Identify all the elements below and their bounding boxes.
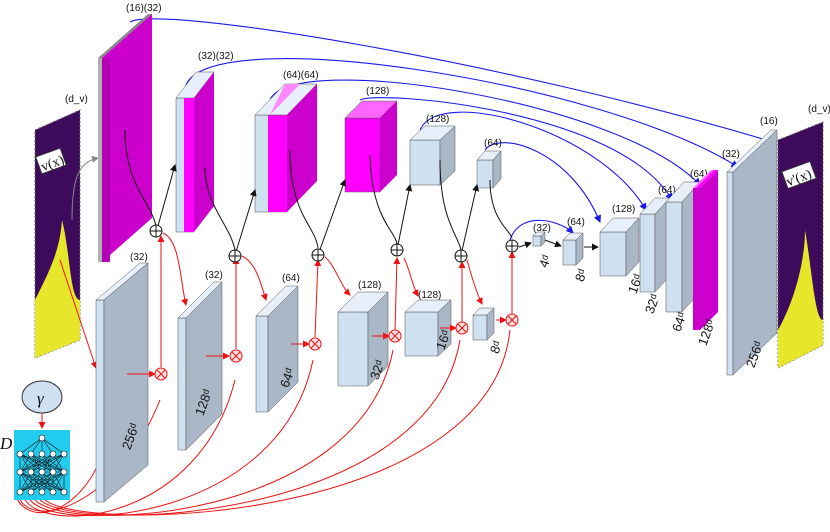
enc-block-4: (128) [344, 86, 398, 193]
mod-size-6: 8ᵈ [487, 339, 505, 356]
mod-block-1: (32) 256ᵈ [95, 252, 149, 503]
product-node-2 [229, 349, 243, 363]
dec-block-5: (16) 256ᵈ [726, 116, 778, 376]
dec-label-3: (64) [690, 169, 708, 180]
dec-label-1: (128) [612, 204, 635, 215]
enc-block-3: (64)(64) [254, 70, 319, 213]
enc-label-6: (64) [484, 138, 502, 149]
flow-connections [124, 129, 599, 256]
sum-node-3 [311, 248, 325, 262]
enc-label-2: (32)(32) [198, 51, 234, 62]
mod-block-5: (128) 16ᵈ [404, 290, 454, 357]
mod-channels-5: (128) [418, 290, 441, 301]
mod-channels-1: (32) [130, 252, 148, 263]
mod-channels-3: (64) [282, 273, 300, 284]
mod-block-3: (64) 64ᵈ [255, 273, 300, 413]
product-node-3 [308, 337, 322, 351]
product-node-5 [455, 321, 469, 335]
input-field: v(x) (d_v) [34, 94, 99, 369]
enc-block-7: (32) 4ᵈ [532, 223, 554, 270]
product-node-1 [154, 367, 168, 381]
mod-block-2: (32) 128ᵈ [177, 270, 223, 451]
sum-node-6 [505, 239, 519, 253]
enc-label-7: (32) [533, 223, 551, 234]
mod-block-6: 8ᵈ [472, 307, 505, 356]
mod-size-4: 32ᵈ [367, 358, 388, 381]
modulation-blocks: (32) 256ᵈ (32) 128ᵈ (64) 64ᵈ (128) 32ᵈ [95, 252, 505, 503]
enc-label-4: (128) [366, 86, 389, 97]
sum-nodes [149, 224, 519, 263]
skip-connection-1 [129, 18, 775, 144]
product-node-6 [505, 313, 519, 327]
input-dim-label: (d_v) [65, 94, 88, 105]
dec-block-4: (32) 128ᵈ [693, 149, 740, 348]
mod-channels-2: (32) [205, 270, 223, 281]
film-network: D [0, 430, 70, 500]
enc-label-3: (64)(64) [283, 70, 319, 81]
skip-connection-6 [484, 142, 602, 224]
enc-label-5: (128) [426, 114, 449, 125]
skip-connection-7 [509, 219, 574, 241]
dec-size-32d: 32ᵈ [642, 292, 663, 315]
enc-label-1: (16)(32) [126, 3, 162, 14]
output-dim-label: (d_v) [808, 104, 830, 115]
film-lines [14, 329, 511, 517]
sum-node-2 [228, 249, 242, 263]
product-node-4 [388, 329, 402, 343]
dec-label-5: (16) [760, 116, 778, 127]
enc-block-2: (32)(32) [175, 51, 234, 233]
sum-node-4 [390, 243, 404, 257]
dec-block-1: (128) 16ᵈ [599, 204, 646, 296]
film-network-label: D [0, 434, 13, 453]
dec-label-2: (64) [658, 185, 676, 196]
mod-channels-4: (128) [358, 280, 381, 291]
mod-size-3: 64ᵈ [277, 366, 298, 389]
enc-block-6: (64) [476, 138, 502, 189]
sum-node-1 [149, 224, 163, 238]
dec-label-4: (32) [722, 149, 740, 160]
encoder-blocks: (16)(32) (32)(32) (64)(64) (128) [98, 3, 590, 284]
gamma-node: γ [21, 380, 63, 429]
red-modulation-arrows [127, 232, 516, 378]
enc-size-4d: 4ᵈ [536, 253, 554, 270]
product-nodes [154, 313, 519, 381]
mod-size-5: 16ᵈ [433, 328, 454, 351]
mod-block-4: (128) 32ᵈ [337, 280, 389, 387]
enc-block-8: (64) 8ᵈ [562, 217, 590, 284]
output-field: v'(x) (d_v) [777, 104, 830, 369]
enc-block-1: (16)(32) [98, 3, 162, 262]
skip-connection-4 [359, 97, 673, 201]
enc-size-8d: 8ᵈ [572, 267, 590, 284]
sum-node-5 [454, 249, 468, 263]
enc-block-5: (128) [409, 114, 456, 186]
dec-size-64d: 64ᵈ [669, 310, 690, 333]
skip-connection-5 [419, 111, 647, 211]
skip-connection-2 [184, 58, 739, 168]
decoder-blocks: (128) 16ᵈ (64) 32ᵈ (64) 64ᵈ (32) 128ᵈ [599, 116, 778, 376]
gamma-label: γ [37, 389, 45, 408]
enc-label-8: (64) [567, 217, 585, 228]
